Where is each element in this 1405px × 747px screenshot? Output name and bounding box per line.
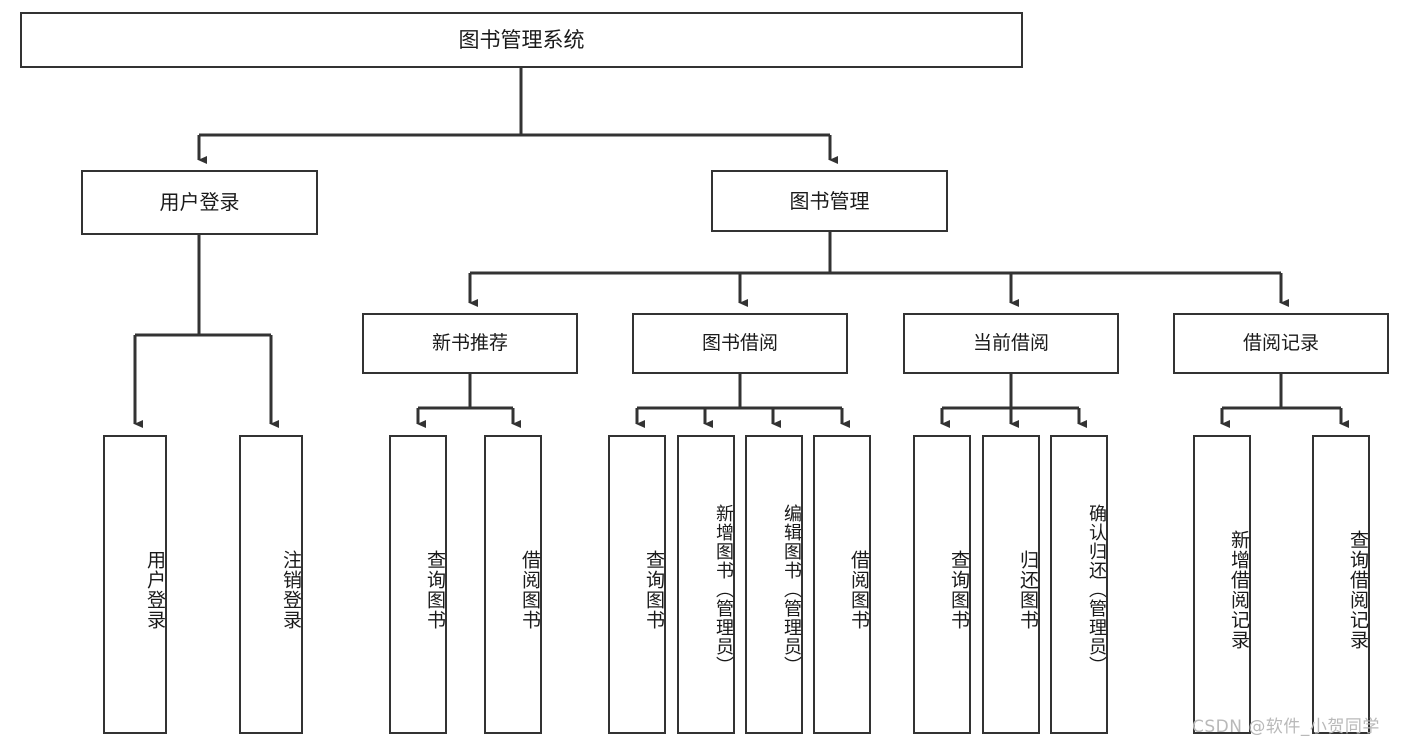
leaf-label: 借阅图书 xyxy=(519,549,541,630)
leaf-new-book-query[interactable]: 查询图书 xyxy=(389,435,447,734)
node-borrow-record-label: 借阅记录 xyxy=(1242,331,1319,354)
node-user-login-label: 用户登录 xyxy=(159,190,240,214)
node-user-login[interactable]: 用户登录 xyxy=(81,170,318,235)
leaf-label: 查询图书 xyxy=(643,549,665,630)
node-root-book-management-system[interactable]: 图书管理系统 xyxy=(20,12,1023,68)
leaf-label: 新增图书（管理员） xyxy=(713,504,734,675)
leaf-label: 用户登录 xyxy=(144,549,166,630)
leaf-user-login-login[interactable]: 用户登录 xyxy=(103,435,167,734)
leaf-current-borrow-return[interactable]: 归还图书 xyxy=(982,435,1040,734)
leaf-borrow-record-add[interactable]: 新增借阅记录 xyxy=(1193,435,1251,734)
leaf-label: 借阅图书 xyxy=(848,549,870,630)
node-borrow-record[interactable]: 借阅记录 xyxy=(1173,313,1389,374)
node-root-label: 图书管理系统 xyxy=(458,27,585,52)
leaf-label: 归还图书 xyxy=(1017,549,1039,630)
leaf-label: 查询图书 xyxy=(948,549,970,630)
leaf-new-book-borrow[interactable]: 借阅图书 xyxy=(484,435,542,734)
csdn-watermark: CSDN @软件_小贺同学 xyxy=(1192,717,1380,737)
node-new-book-recommend-label: 新书推荐 xyxy=(431,331,508,354)
node-current-borrow-label: 当前借阅 xyxy=(972,331,1049,354)
node-book-management-label: 图书管理 xyxy=(789,188,870,213)
node-book-management[interactable]: 图书管理 xyxy=(711,170,948,232)
leaf-label: 确认归还（管理员） xyxy=(1086,504,1107,675)
leaf-label: 编辑图书（管理员） xyxy=(781,504,802,675)
leaf-user-login-logout[interactable]: 注销登录 xyxy=(239,435,303,734)
leaf-book-borrow-borrow[interactable]: 借阅图书 xyxy=(813,435,871,734)
node-book-borrow-label: 图书借阅 xyxy=(701,331,778,354)
node-book-borrow[interactable]: 图书借阅 xyxy=(632,313,848,374)
leaf-book-borrow-add[interactable]: 新增图书（管理员） xyxy=(677,435,735,734)
leaf-book-borrow-query[interactable]: 查询图书 xyxy=(608,435,666,734)
leaf-current-borrow-confirm-return[interactable]: 确认归还（管理员） xyxy=(1050,435,1108,734)
leaf-label: 注销登录 xyxy=(280,549,302,630)
leaf-borrow-record-query[interactable]: 查询借阅记录 xyxy=(1312,435,1370,734)
node-new-book-recommend[interactable]: 新书推荐 xyxy=(362,313,578,374)
leaf-current-borrow-query[interactable]: 查询图书 xyxy=(913,435,971,734)
node-current-borrow[interactable]: 当前借阅 xyxy=(903,313,1119,374)
leaf-label: 查询图书 xyxy=(424,549,446,630)
leaf-label: 查询借阅记录 xyxy=(1347,529,1369,650)
leaf-label: 新增借阅记录 xyxy=(1228,529,1250,650)
leaf-book-borrow-edit[interactable]: 编辑图书（管理员） xyxy=(745,435,803,734)
